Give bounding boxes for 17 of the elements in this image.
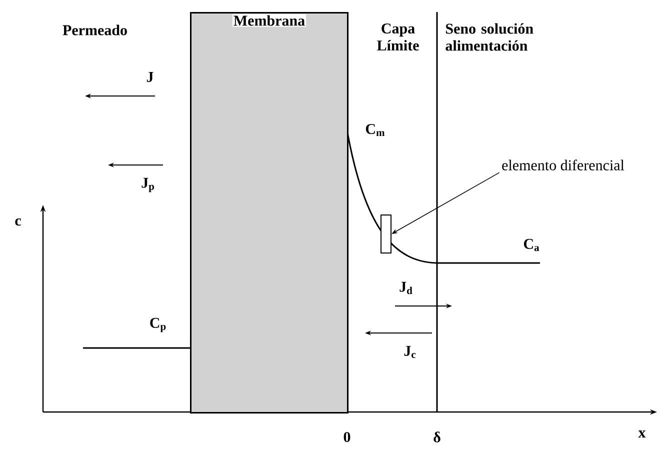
tick-label: 0 [344, 432, 350, 442]
flux-label: J$_{c}$ [404, 346, 416, 358]
tick-label: δ [434, 432, 440, 442]
region-heading: Seno solución alimentación [446, 23, 534, 51]
concentration-label: C$_{m}$ [366, 124, 385, 136]
region-heading: Capa Límite [377, 23, 419, 51]
concentration-label: C$_{a}$ [524, 238, 540, 252]
differential-element [380, 214, 392, 254]
flux-label: J$_{p}$ [142, 178, 154, 192]
concentration-label: C$_{p}$ [150, 318, 166, 332]
region-heading: Permeado [62, 24, 127, 36]
flux-label: J [146, 72, 154, 82]
flux-label: J$_{d}$ [400, 282, 412, 294]
axis-label: c [15, 218, 21, 226]
axis-label: x [638, 430, 646, 438]
callout-text: elemento diferencial [502, 160, 624, 170]
membrane-band: Membrana [190, 12, 348, 414]
